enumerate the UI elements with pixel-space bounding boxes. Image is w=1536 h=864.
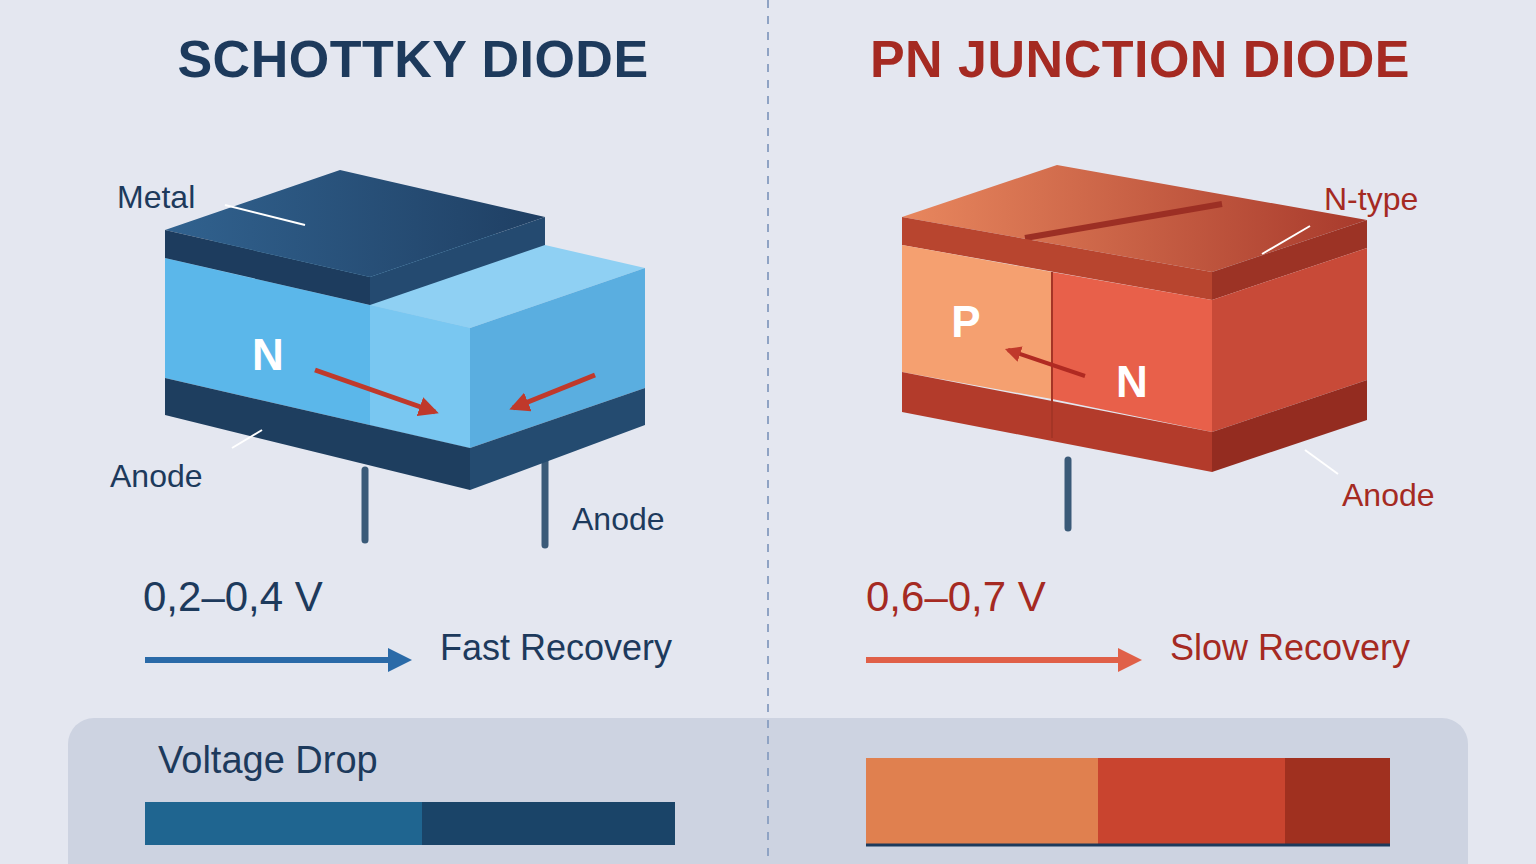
node-text: P bbox=[951, 296, 980, 349]
part-label: Metal bbox=[117, 178, 195, 216]
diagram-heading: PN JUNCTION DIODE bbox=[870, 28, 1410, 90]
part-label: Anode bbox=[1342, 476, 1435, 514]
divider bbox=[767, 0, 769, 864]
n-region: N bbox=[1108, 352, 1156, 413]
recovery-label: Slow Recovery bbox=[1170, 626, 1410, 669]
node-text: N bbox=[1116, 356, 1148, 409]
voltage-drop-panel: Voltage Drop bbox=[68, 718, 1468, 864]
voltage-value: 0,6–0,7 V bbox=[866, 572, 1046, 622]
schottky-block bbox=[165, 170, 645, 545]
voltage-value: 0,2–0,4 V bbox=[143, 572, 323, 622]
recovery-label: Fast Recovery bbox=[440, 626, 672, 669]
pn-block bbox=[902, 165, 1367, 528]
node-text: N bbox=[252, 329, 284, 382]
diagram-heading: SCHOTTKY DIODE bbox=[177, 28, 648, 90]
part-label: Anode bbox=[110, 457, 203, 495]
p-region: P bbox=[943, 292, 988, 353]
n-region: N bbox=[244, 325, 292, 386]
node-text: Voltage Drop bbox=[158, 738, 1378, 784]
part-label: N-type bbox=[1324, 180, 1418, 218]
part-label: Anode bbox=[572, 500, 665, 538]
